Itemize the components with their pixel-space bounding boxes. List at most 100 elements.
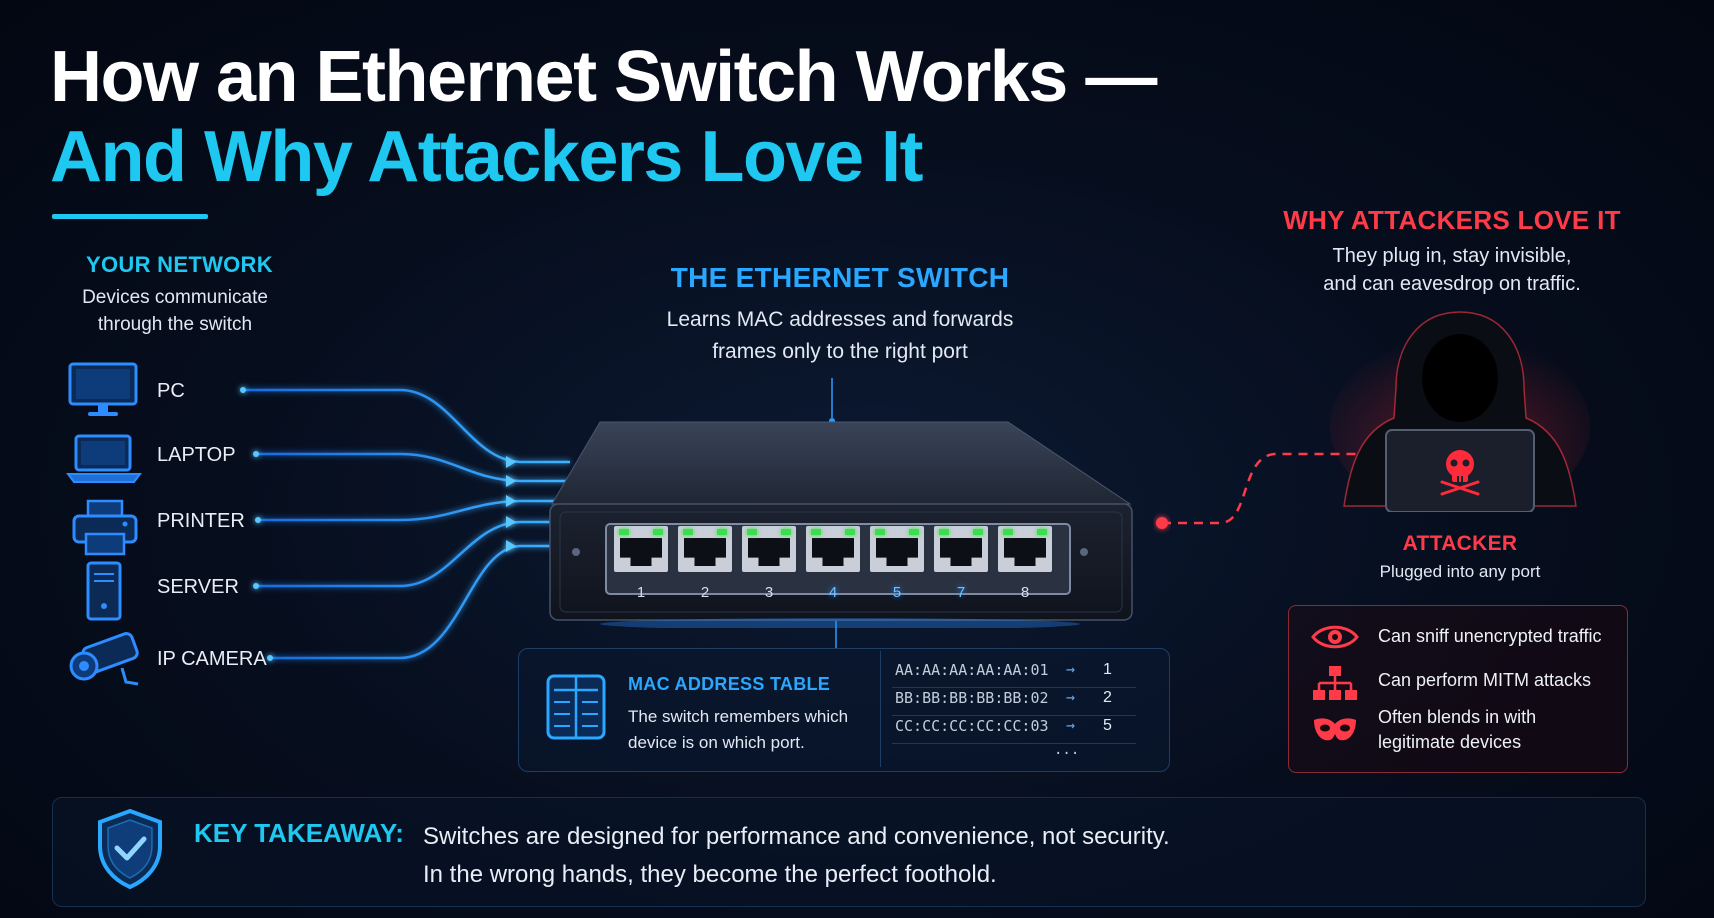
port-led bbox=[1003, 529, 1013, 535]
mac-row-divider bbox=[892, 715, 1136, 716]
takeaway-label: KEY TAKEAWAY: bbox=[194, 818, 404, 848]
takeaway-line-1: Switches are designed for performance an… bbox=[423, 823, 1170, 850]
monitor-icon bbox=[68, 362, 138, 416]
ethernet-port-5 bbox=[870, 526, 924, 572]
device-label-laptop: LAPTOP bbox=[157, 444, 236, 466]
switch-heading: THE ETHERNET SWITCH bbox=[670, 262, 1010, 293]
link-laptop bbox=[256, 452, 570, 483]
ethernet-port-8 bbox=[998, 526, 1052, 572]
title-line-2: And Why Attackers Love It bbox=[50, 117, 924, 197]
mac-table-description: The switch remembers which device is on … bbox=[628, 704, 848, 756]
mac-row-2-arrow: → bbox=[1066, 688, 1076, 706]
device-label-pc: PC bbox=[157, 380, 185, 402]
link-pc bbox=[243, 388, 570, 464]
port-number: 8 bbox=[1020, 584, 1030, 601]
port-led bbox=[747, 529, 757, 535]
network-hierarchy-icon bbox=[1313, 666, 1357, 700]
risk-blend-in-line-2: legitimate devices bbox=[1378, 732, 1522, 752]
mac-row-divider bbox=[892, 743, 1136, 744]
link-camera bbox=[270, 544, 570, 660]
attacker-label: ATTACKER bbox=[1402, 532, 1518, 555]
ethernet-port-4 bbox=[806, 526, 860, 572]
device-label-ip-camera: IP CAMERA bbox=[157, 648, 267, 670]
port-led bbox=[619, 529, 629, 535]
port-led bbox=[973, 529, 983, 535]
port-socket bbox=[684, 538, 726, 566]
port-number: 1 bbox=[636, 584, 646, 601]
mac-table-more: ... bbox=[1054, 742, 1080, 758]
server-icon bbox=[86, 561, 122, 621]
port-socket bbox=[812, 538, 854, 566]
table-icon bbox=[546, 674, 606, 740]
mac-table-heading: MAC ADDRESS TABLE bbox=[628, 674, 831, 694]
laptop-icon bbox=[66, 434, 142, 483]
takeaway-text: Switches are designed for performance an… bbox=[423, 818, 1170, 894]
port-number: 4 bbox=[828, 584, 838, 601]
network-subtitle: Devices communicate through the switch bbox=[40, 284, 310, 338]
risk-sniff: Can sniff unencrypted traffic bbox=[1378, 626, 1602, 646]
network-heading: YOUR NETWORK bbox=[86, 252, 273, 277]
risk-blend-in: Often blends in with legitimate devices bbox=[1378, 705, 1536, 755]
port-led bbox=[781, 529, 791, 535]
risk-mitm: Can perform MITM attacks bbox=[1378, 670, 1592, 690]
switch-subtitle-line-1: Learns MAC addresses and forwards bbox=[666, 308, 1014, 331]
mac-row-2-address: BB:BB:BB:BB:BB:02 bbox=[895, 689, 1049, 707]
port-socket bbox=[876, 538, 918, 566]
port-led bbox=[875, 529, 885, 535]
port-led bbox=[845, 529, 855, 535]
port-number: 7 bbox=[956, 584, 966, 601]
attack-subtitle-line-1: They plug in, stay invisible, bbox=[1332, 245, 1572, 267]
switch-subtitle-line-2: frames only to the right port bbox=[712, 340, 968, 363]
eye-icon bbox=[1311, 625, 1359, 649]
port-led bbox=[939, 529, 949, 535]
mac-row-1-address: AA:AA:AA:AA:AA:01 bbox=[895, 661, 1049, 679]
port-led bbox=[717, 529, 727, 535]
mac-row-3-arrow: → bbox=[1066, 716, 1076, 734]
attack-subtitle: They plug in, stay invisible, and can ea… bbox=[1252, 242, 1652, 298]
mac-table-panel bbox=[518, 648, 1170, 772]
port-number: 5 bbox=[892, 584, 902, 601]
port-number: 3 bbox=[764, 584, 774, 601]
printer-icon bbox=[72, 499, 138, 556]
switch-subtitle: Learns MAC addresses and forwards frames… bbox=[560, 304, 1120, 368]
mac-table-desc-line-2: device is on which port. bbox=[628, 733, 805, 752]
mac-row-2-port: 2 bbox=[1103, 689, 1112, 706]
mac-row-3-port: 5 bbox=[1103, 717, 1112, 734]
title-underline bbox=[52, 214, 208, 219]
mac-row-1-port: 1 bbox=[1103, 661, 1112, 678]
mask-icon bbox=[1314, 718, 1356, 741]
camera-icon bbox=[69, 632, 139, 686]
switch-ports: 1 2 3 4 5 7 8 bbox=[606, 520, 1070, 610]
network-subtitle-line-2: through the switch bbox=[97, 314, 253, 335]
attacker-sub: Plugged into any port bbox=[1379, 562, 1541, 581]
takeaway-panel bbox=[52, 797, 1646, 907]
attack-risks-panel bbox=[1288, 605, 1628, 773]
ethernet-port-2 bbox=[678, 526, 732, 572]
attack-heading: WHY ATTACKERS LOVE IT bbox=[1283, 205, 1621, 235]
attack-subtitle-line-2: and can eavesdrop on traffic. bbox=[1323, 273, 1581, 295]
port-socket bbox=[748, 538, 790, 566]
hooded-attacker-icon bbox=[1330, 311, 1590, 512]
network-subtitle-line-1: Devices communicate bbox=[82, 287, 268, 308]
ethernet-port-7 bbox=[934, 526, 988, 572]
takeaway-line-2: In the wrong hands, they become the perf… bbox=[423, 861, 997, 888]
device-label-printer: PRINTER bbox=[157, 510, 245, 532]
port-socket bbox=[940, 538, 982, 566]
link-server bbox=[256, 520, 570, 588]
mac-table-desc-line-1: The switch remembers which bbox=[628, 707, 849, 726]
port-led bbox=[811, 529, 821, 535]
port-led bbox=[1037, 529, 1047, 535]
port-led bbox=[909, 529, 919, 535]
shield-check-icon bbox=[98, 808, 162, 890]
port-led bbox=[683, 529, 693, 535]
mac-row-1-arrow: → bbox=[1066, 660, 1076, 678]
ethernet-port-3 bbox=[742, 526, 796, 572]
link-printer bbox=[258, 499, 570, 522]
ethernet-port-1 bbox=[614, 526, 668, 572]
mac-row-divider bbox=[892, 687, 1136, 688]
port-led bbox=[653, 529, 663, 535]
port-number: 2 bbox=[700, 584, 710, 601]
port-socket bbox=[620, 538, 662, 566]
port-socket bbox=[1004, 538, 1046, 566]
mac-table-entries bbox=[880, 651, 1167, 767]
